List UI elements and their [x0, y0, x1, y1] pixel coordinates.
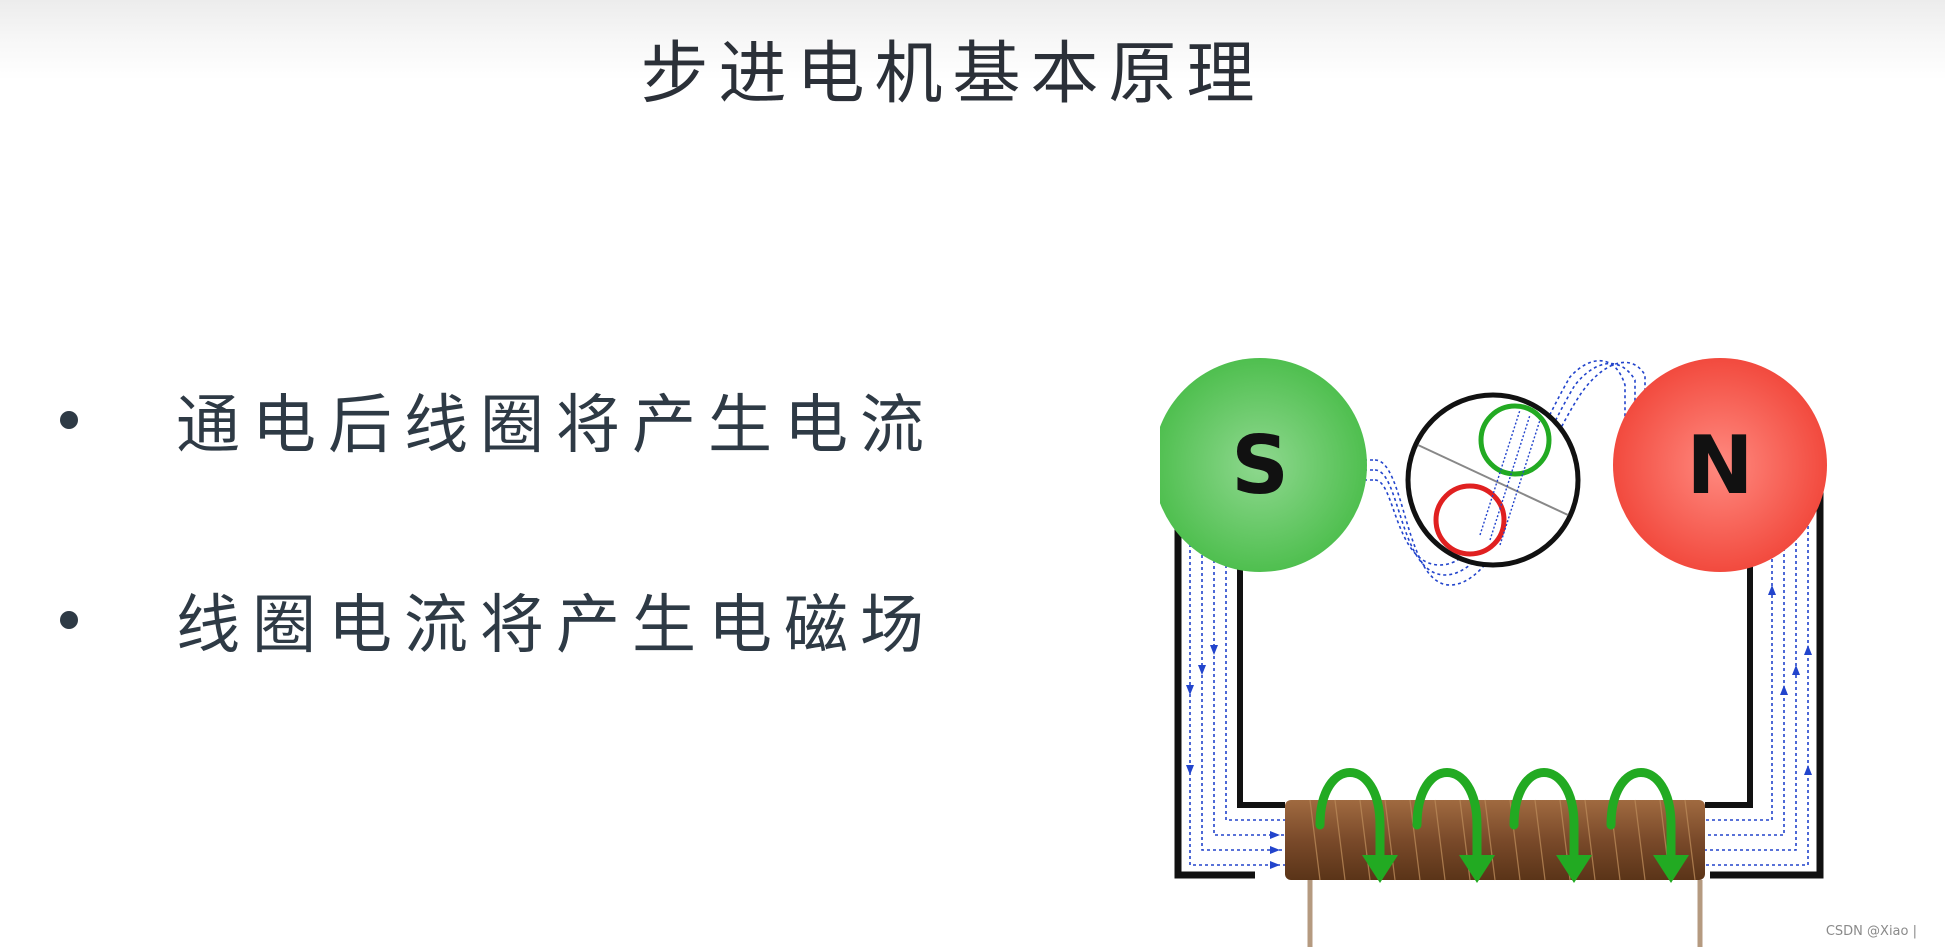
current-arrows — [1315, 768, 1676, 865]
bullet-list: 通电后线圈将产生电流 线圈电流将产生电磁场 — [60, 370, 936, 770]
bullet-dot-icon — [60, 611, 78, 629]
slide-title: 步进电机基本原理 — [640, 35, 1265, 114]
bullet-text: 通电后线圈将产生电流 — [176, 389, 936, 463]
rotor-coil-green — [1478, 403, 1552, 477]
rotor-coil-red — [1433, 483, 1507, 557]
bullet-dot-icon — [60, 411, 78, 429]
coil — [1285, 800, 1705, 880]
bullet-item: 通电后线圈将产生电流 — [60, 370, 936, 470]
stepper-motor-diagram: S N — [1160, 358, 1827, 947]
iron-core — [1710, 485, 1824, 879]
bullet-text: 线圈电流将产生电磁场 — [176, 589, 936, 663]
south-pole-label: S — [1231, 419, 1289, 512]
north-pole-label: N — [1687, 419, 1754, 512]
iron-core — [1174, 485, 1255, 879]
current-arrowheads — [1362, 855, 1689, 883]
watermark: CSDN @Xiao | — [1825, 924, 1917, 939]
rotor — [1405, 392, 1581, 568]
south-pole — [1160, 358, 1367, 572]
iron-core — [1237, 475, 1285, 808]
bullet-item: 线圈电流将产生电磁场 — [60, 570, 936, 670]
north-pole — [1613, 358, 1827, 572]
iron-core — [1705, 475, 1753, 808]
